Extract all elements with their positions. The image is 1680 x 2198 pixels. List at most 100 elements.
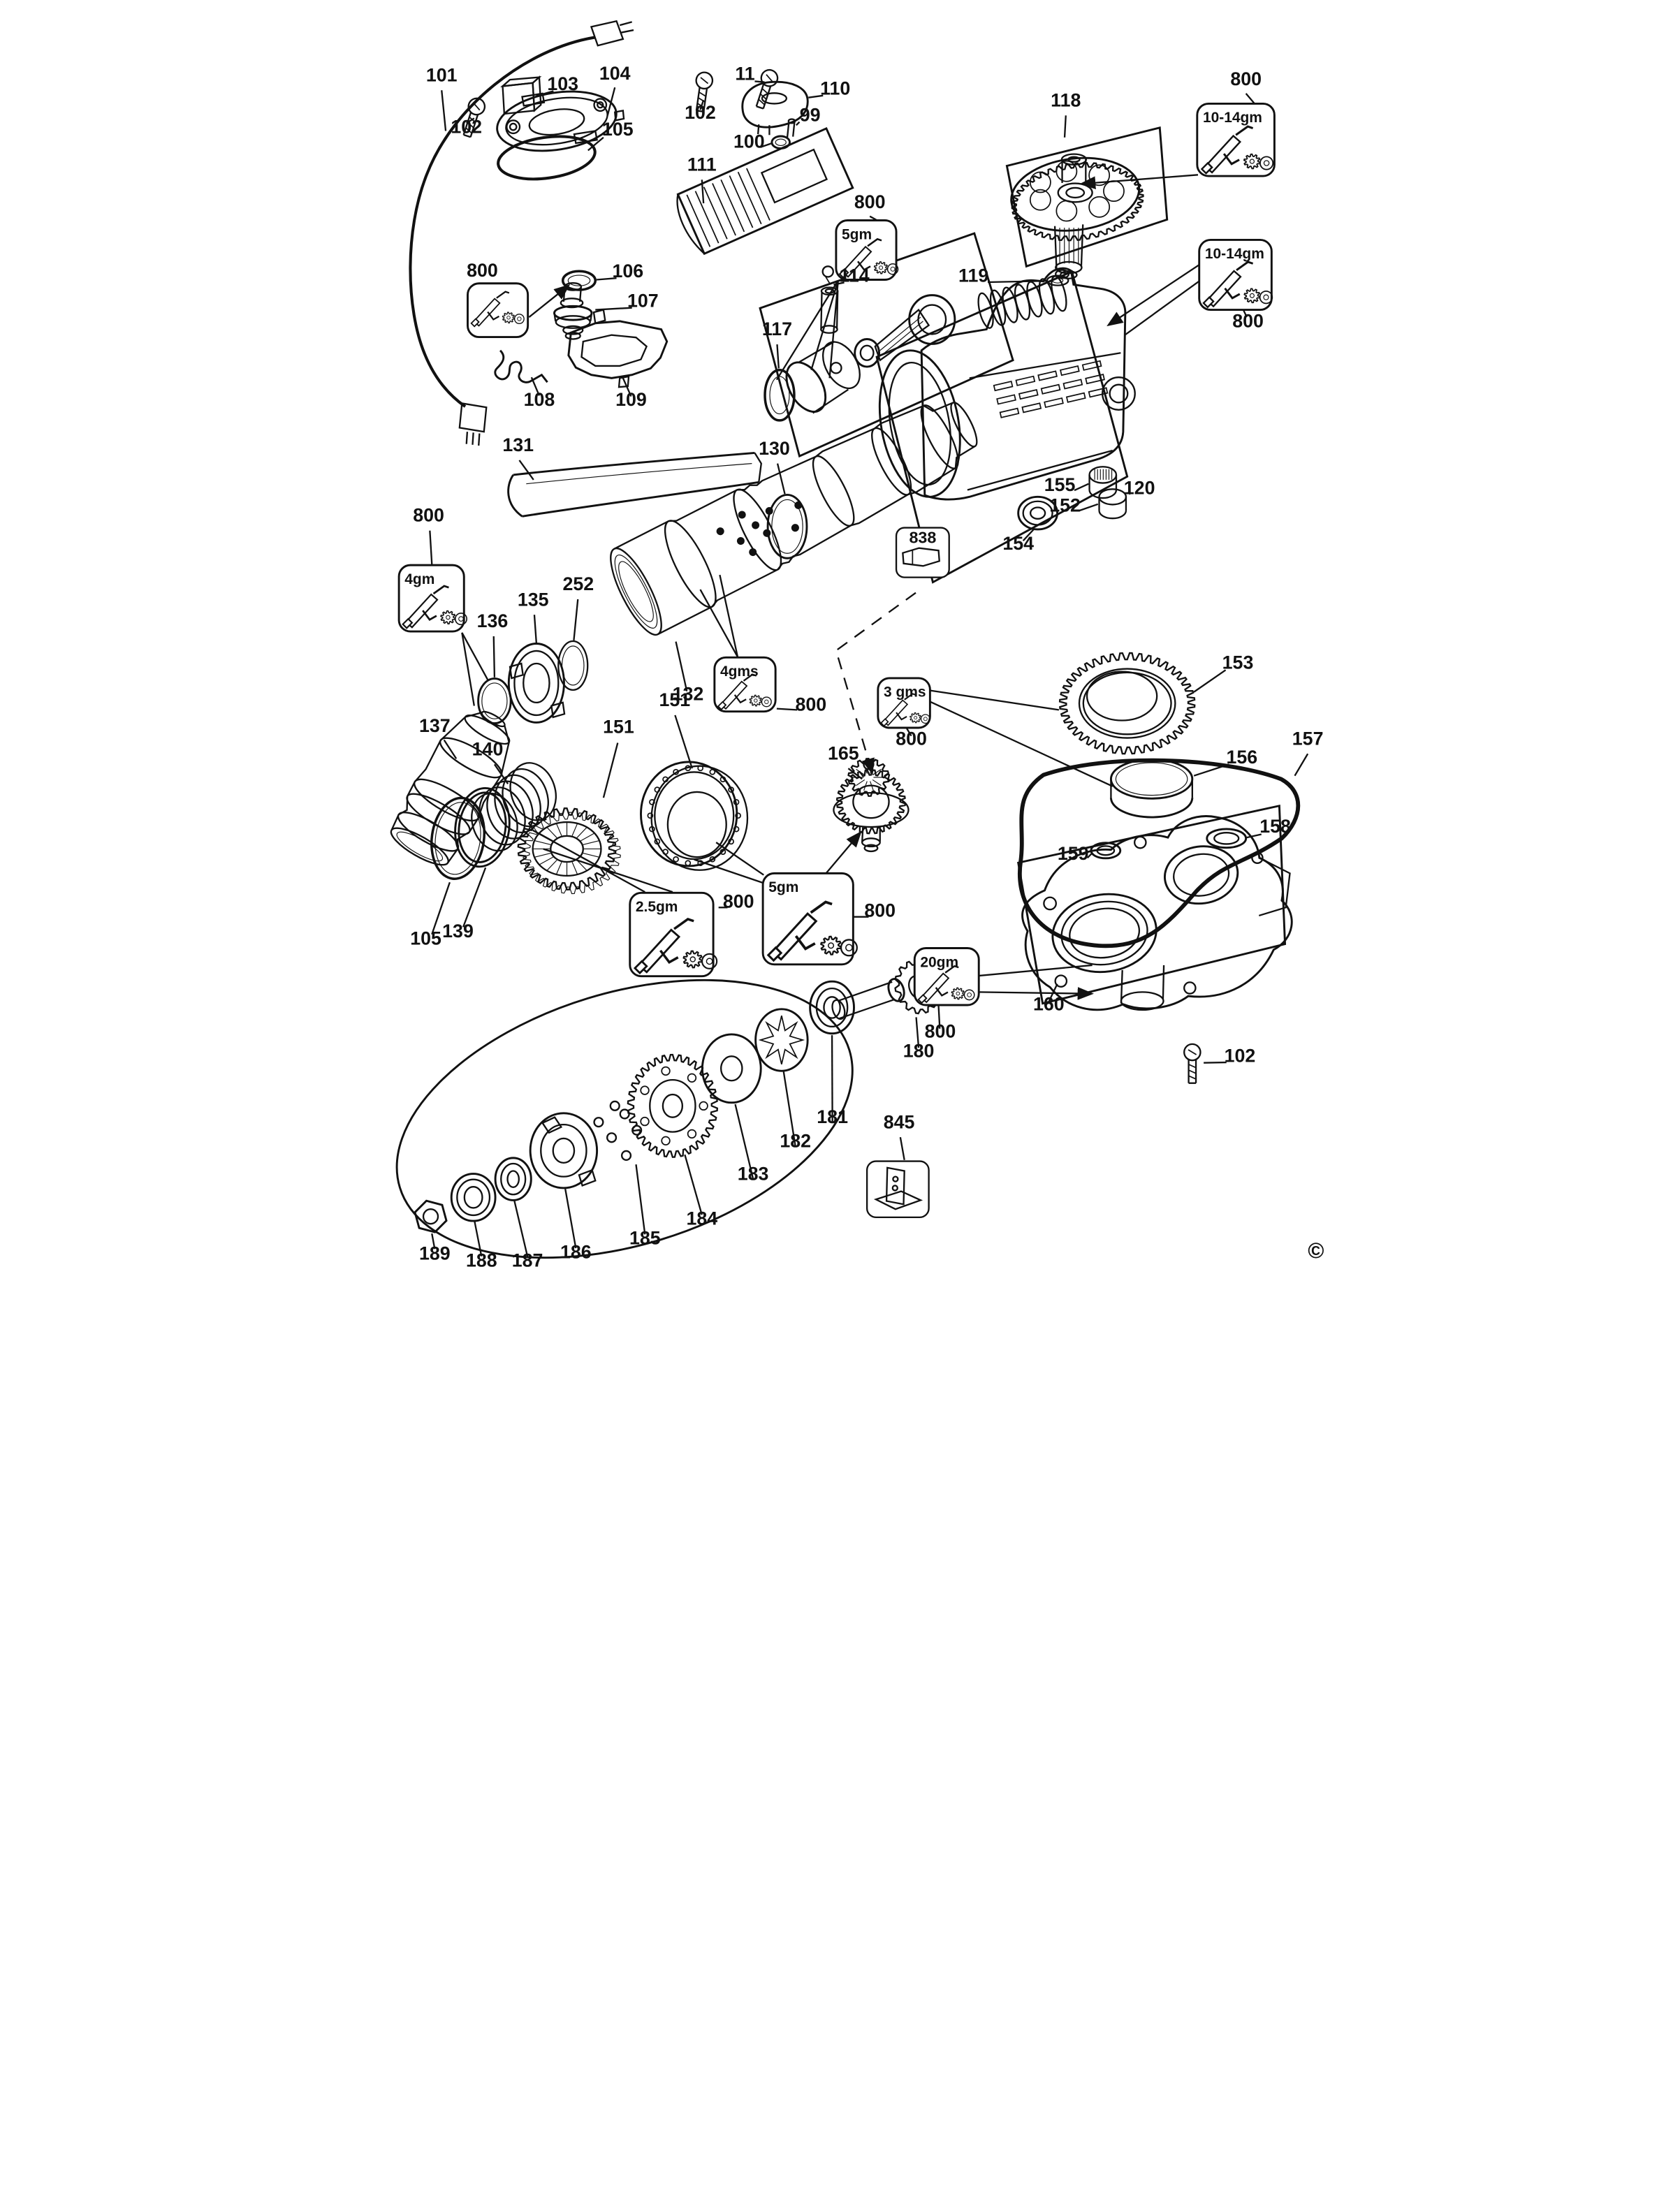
leader-line [528, 284, 570, 318]
part-label-109: 109 [615, 389, 647, 410]
channel-131 [506, 452, 762, 518]
part-label-114: 114 [839, 265, 869, 286]
screw-102-bottom [1183, 1043, 1201, 1084]
leader-line [987, 280, 1046, 284]
gasket-157 [1017, 758, 1300, 948]
leader-line [683, 1154, 703, 1215]
grease-gun-icon [401, 585, 467, 629]
leader-line [715, 842, 764, 876]
part-label-139: 139 [442, 921, 474, 942]
part-label-102: 102 [1224, 1045, 1255, 1066]
gear-118 [1009, 153, 1144, 279]
grease-callout-plain [466, 282, 529, 339]
grease-amount: 5gm [842, 226, 872, 242]
nut-189 [413, 1199, 448, 1233]
leader-line [775, 280, 839, 381]
part-label-800: 800 [722, 891, 754, 911]
leader-line [808, 94, 823, 98]
leader-line [530, 376, 540, 396]
grease-callout-5gm: 5gm [761, 872, 858, 966]
part-label-111: 111 [687, 154, 716, 175]
leader-line [795, 121, 800, 126]
ring-139 [453, 786, 511, 868]
part-label-117: 117 [761, 318, 791, 339]
part-label-800: 800 [896, 728, 927, 749]
part-label-120: 120 [1123, 477, 1155, 498]
leader-line [1086, 852, 1093, 859]
barrel-132 [609, 402, 977, 636]
part-label-189: 189 [419, 1243, 451, 1263]
brush-box-838 [895, 527, 950, 578]
leader-line [622, 377, 632, 397]
grease-gun-icon [1201, 261, 1273, 309]
leader-line [776, 463, 786, 494]
leader-line [606, 87, 615, 116]
part-label-838: 838 [909, 529, 936, 547]
leader-line [905, 728, 912, 737]
grease-amount: 10-14gm [1204, 246, 1264, 262]
leader-line [465, 117, 474, 124]
leader-line [899, 1136, 905, 1160]
screw-11 [755, 68, 778, 110]
grease-gun-icon [1200, 125, 1273, 175]
grease-callout-20gm: 20gm [913, 947, 980, 1006]
grease-amount: 20gm [920, 954, 958, 970]
brush-holder-109 [567, 309, 668, 388]
part-label-180: 180 [903, 1041, 934, 1062]
leader-line [1246, 833, 1262, 839]
grease-gun-icon [879, 693, 930, 727]
part-label-800: 800 [924, 1021, 956, 1042]
grease-amount: 4gms [720, 664, 758, 680]
grease-callout-2.5gm: 2.5gm [628, 891, 717, 978]
brush-plate-104 [495, 90, 624, 152]
sleeve-152 [1097, 488, 1127, 520]
part-label-187: 187 [511, 1250, 543, 1270]
part-label-157: 157 [1292, 728, 1323, 749]
cable-101 [408, 20, 634, 446]
part-label-130: 130 [759, 438, 790, 459]
part-label-158: 158 [1259, 816, 1291, 837]
leader-line [754, 80, 765, 83]
leader-line [443, 739, 457, 759]
gearcase-cover-160 [1021, 815, 1293, 1011]
grease-amount: 5gm [768, 879, 798, 895]
leader-line [926, 689, 1059, 711]
leader-line [1079, 503, 1098, 512]
part-label-101: 101 [425, 64, 457, 85]
grease-gun-icon [838, 237, 898, 279]
leader-line [1126, 492, 1131, 495]
spring-108 [493, 349, 548, 383]
clutch-gear-184 [627, 1053, 718, 1158]
leader-line [572, 599, 578, 640]
leader-line [594, 307, 632, 311]
guide-135 [507, 643, 565, 724]
part-label-800: 800 [854, 191, 885, 212]
leader-line [587, 136, 604, 152]
part-label-132: 132 [672, 683, 703, 704]
leader-line [533, 615, 537, 643]
ring-gear-151b [639, 761, 748, 871]
part-label-108: 108 [523, 389, 555, 410]
leader-line [1124, 279, 1201, 336]
leader-line [518, 460, 534, 481]
oring-130 [766, 493, 808, 559]
part-label-136: 136 [476, 610, 508, 631]
part-label-154: 154 [1002, 533, 1034, 554]
leader-line [1203, 1061, 1227, 1064]
leader-line [1192, 669, 1226, 693]
leader-line [693, 858, 764, 884]
leader-line [460, 632, 475, 706]
leader-line [513, 1201, 528, 1257]
washer-183 [701, 1033, 762, 1104]
motor-housing-120 [878, 267, 1136, 501]
leader-line [1106, 263, 1201, 327]
leader-line [536, 90, 554, 97]
leader-line [564, 1188, 576, 1249]
leader-line [1022, 529, 1035, 542]
part-label-159: 159 [1057, 843, 1088, 864]
carrier-186 [529, 1112, 598, 1189]
con-rod [853, 294, 956, 368]
leader-line [699, 589, 738, 658]
grease-amount: 10-14gm [1202, 110, 1262, 126]
